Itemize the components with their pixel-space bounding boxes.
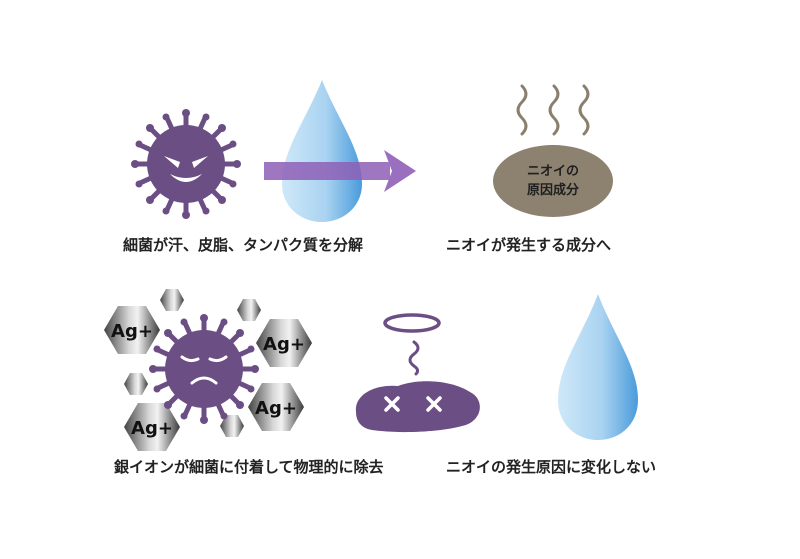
silver-ion-small-hex xyxy=(124,289,261,437)
silver-ion-label: Ag+ xyxy=(131,418,173,439)
silver-ion-label: Ag+ xyxy=(255,398,297,419)
water-drop-icon xyxy=(558,294,638,440)
soul-squiggle-icon xyxy=(408,340,420,376)
bacteria-worried-icon xyxy=(149,314,259,424)
caption-silver-ion-remove: 銀イオンが細菌に付着して物理的に除去 xyxy=(114,458,384,476)
bacteria-angry-icon xyxy=(131,109,241,219)
odor-wave-icon xyxy=(516,84,590,136)
water-drop-icon xyxy=(282,80,362,222)
caption-odor-not-generated: ニオイの発生原因に変化しない xyxy=(446,458,657,476)
silver-ion-hex-4: Ag+ xyxy=(124,403,180,451)
odor-blob-label-2: 原因成分 xyxy=(527,182,579,198)
decompose-arrow-icon xyxy=(264,150,416,192)
silver-ion-hex-1: Ag+ xyxy=(104,306,160,354)
silver-ion-hex-3: Ag+ xyxy=(248,383,304,431)
flattened-bacteria-icon xyxy=(355,381,480,433)
odor-source-blob: ニオイの 原因成分 xyxy=(493,145,613,217)
silver-ion-label: Ag+ xyxy=(111,321,153,342)
odor-blob-label-1: ニオイの xyxy=(527,164,579,179)
halo-icon xyxy=(383,313,441,333)
silver-ion-label: Ag+ xyxy=(263,334,305,355)
caption-bacteria-decompose: 細菌が汗、皮脂、タンパク質を分解 xyxy=(123,236,364,254)
caption-odor-generated: ニオイが発生する成分へ xyxy=(446,236,612,254)
silver-ion-hex-2: Ag+ xyxy=(256,319,312,367)
